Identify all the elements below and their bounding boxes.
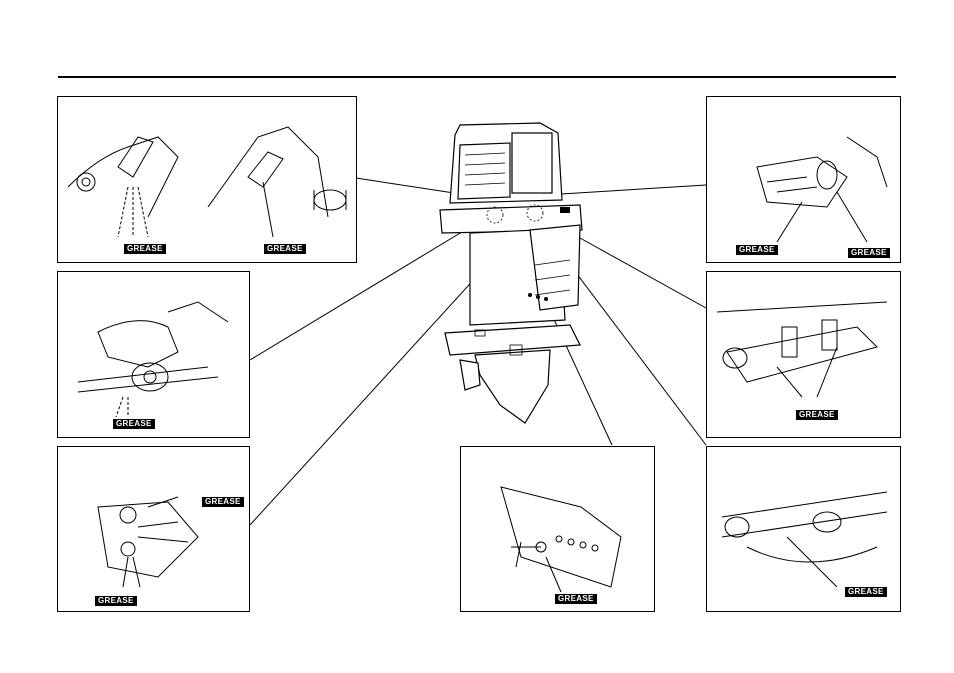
outboard-engine-illustration bbox=[430, 105, 590, 430]
grease-label: GREASE bbox=[845, 587, 887, 597]
panel-bottom-left: GREASE GREASE bbox=[57, 446, 250, 612]
mid-left-detail-drawing bbox=[58, 272, 249, 437]
header-rule bbox=[58, 76, 896, 78]
panel-bottom-center: GREASE bbox=[460, 446, 655, 612]
bottom-center-detail-drawing bbox=[461, 447, 654, 611]
grease-label: GREASE bbox=[113, 419, 155, 429]
panel-mid-left: GREASE bbox=[57, 271, 250, 438]
panel-mid-right: GREASE bbox=[706, 271, 901, 438]
grease-label: GREASE bbox=[95, 596, 137, 606]
grease-label: GREASE bbox=[202, 497, 244, 507]
top-right-detail-drawing bbox=[707, 97, 900, 262]
grease-label: GREASE bbox=[124, 244, 166, 254]
grease-label: GREASE bbox=[848, 248, 890, 258]
bottom-left-detail-drawing bbox=[58, 447, 249, 611]
panel-top-left: GREASE GREASE bbox=[57, 96, 357, 263]
grease-label: GREASE bbox=[264, 244, 306, 254]
top-left-detail-drawing bbox=[58, 97, 356, 262]
grease-label: GREASE bbox=[555, 594, 597, 604]
grease-label: GREASE bbox=[736, 245, 778, 255]
panel-top-right: GREASE GREASE bbox=[706, 96, 901, 263]
grease-label: GREASE bbox=[796, 410, 838, 420]
panel-bottom-right: GREASE bbox=[706, 446, 901, 612]
